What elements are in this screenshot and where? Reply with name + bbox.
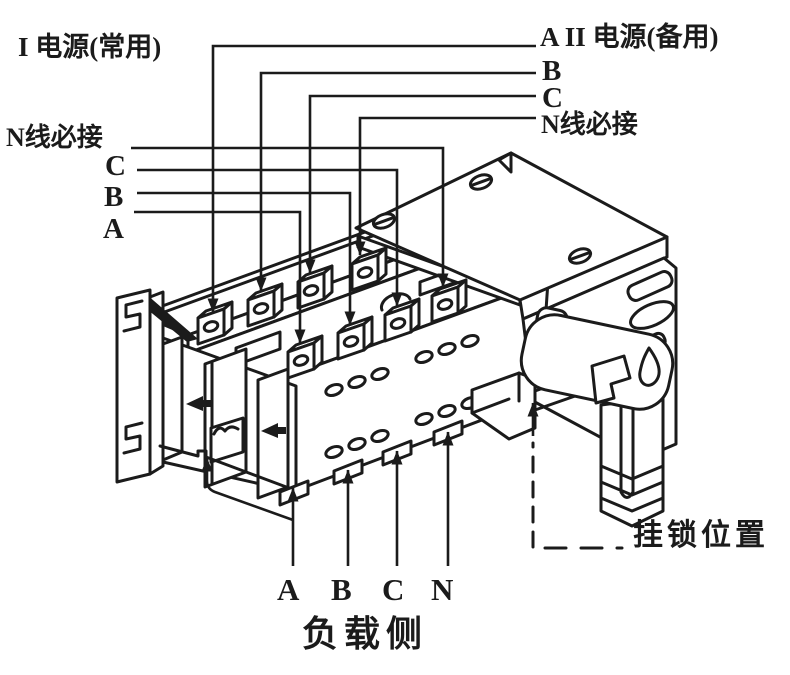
label-source2-phase-c: C xyxy=(542,82,563,114)
leader-source1-b xyxy=(137,191,356,326)
label-source1-phase-a: A xyxy=(103,213,124,245)
label-source2-phase-b: B xyxy=(542,55,562,87)
label-load-phase-c: C xyxy=(382,572,405,607)
leader-source1-n xyxy=(131,146,449,288)
leader-source2-n xyxy=(354,116,536,256)
operating-handle xyxy=(519,306,675,528)
label-padlock-position: 挂锁位置 xyxy=(633,519,769,552)
pole-direction-arrow xyxy=(261,423,286,438)
leader-source2-a xyxy=(207,44,536,313)
leader-lines xyxy=(131,44,624,566)
label-source1-phase-b: B xyxy=(104,181,124,213)
leader-load-a-branch xyxy=(201,457,294,522)
leader-source1-a xyxy=(134,210,306,344)
label-source1-phase-c: C xyxy=(105,150,126,182)
cover-screws xyxy=(371,173,593,265)
mounting-bracket xyxy=(115,288,198,484)
label-load-phase-b: B xyxy=(331,572,352,607)
label-load-phase-a: A xyxy=(277,572,300,607)
label-source2-backup: A II 电源(备用) xyxy=(540,22,719,52)
pole-direction-arrow xyxy=(186,396,211,411)
label-load-side: 负载侧 xyxy=(302,614,429,654)
label-source1-phase-n: N线必接 xyxy=(6,123,103,152)
label-source2-phase-n: N线必接 xyxy=(541,110,638,139)
label-source1-normal: I 电源(常用) xyxy=(18,32,162,62)
handle-head xyxy=(519,313,675,411)
leader-source2-c xyxy=(304,94,536,274)
leader-source1-c xyxy=(137,168,403,307)
handle-drop-mark xyxy=(638,346,661,387)
leader-source2-b xyxy=(255,71,536,292)
label-load-phase-n: N xyxy=(431,572,454,607)
handle-grip-chevrons xyxy=(599,464,665,513)
vent-holes xyxy=(324,333,480,460)
